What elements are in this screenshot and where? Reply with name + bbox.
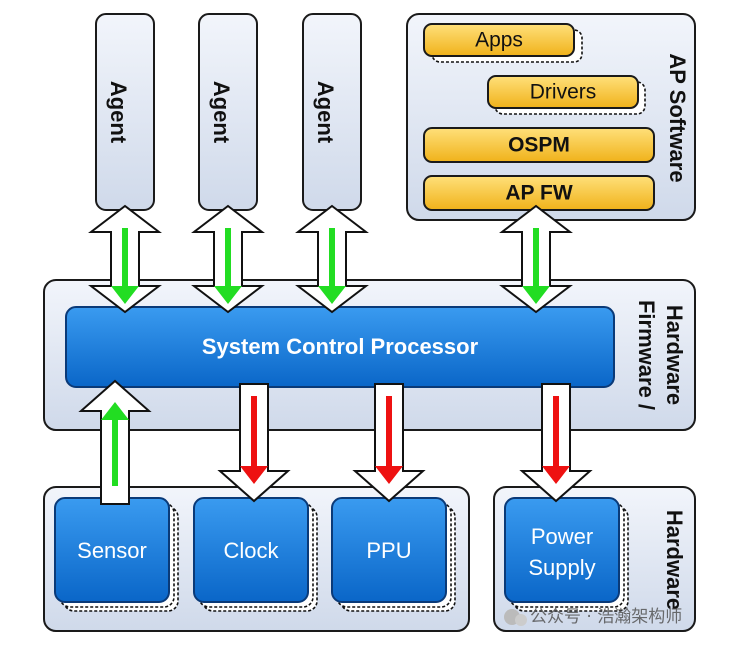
firmware-hardware-panel: System Control Processor Firmware / Hard… xyxy=(43,279,696,431)
firmware-hardware-title-line2: Hardware xyxy=(662,305,687,405)
ospm-label: OSPM xyxy=(508,134,570,157)
drivers-label: Drivers xyxy=(530,81,597,104)
ppu-label: PPU xyxy=(366,538,411,563)
agent-2-arrow-green xyxy=(214,228,242,304)
agent-3-label: Agent xyxy=(313,81,338,144)
power-supply-label-line1: Power xyxy=(531,524,593,549)
ospm-layer xyxy=(423,127,655,163)
firmware-hardware-title-line1: Firmware / xyxy=(634,300,659,410)
apps-layer xyxy=(423,23,575,57)
clock-arrow-red xyxy=(240,396,268,484)
agent-1: Agent xyxy=(95,13,155,211)
agent-1-arrow-green xyxy=(111,228,139,304)
agent-3-arrow-green xyxy=(318,228,346,304)
hardware-devices-panel: Sensor Clock PPU xyxy=(43,486,470,632)
agent-2: Agent xyxy=(198,13,258,211)
agent-1-label: Agent xyxy=(106,81,131,144)
drivers-layer xyxy=(487,75,639,109)
power-supply-label-line2: Supply xyxy=(528,555,595,580)
clock-label: Clock xyxy=(223,538,279,563)
apps-label: Apps xyxy=(475,29,523,52)
arrows xyxy=(78,204,593,505)
ap-software-panel: Apps Drivers OSPM AP FW AP Software xyxy=(406,13,696,221)
agent-2-label: Agent xyxy=(209,81,234,144)
watermark-text: 公众号 · 浩瀚架构师 xyxy=(530,607,682,627)
scp-label: System Control Processor xyxy=(202,334,479,359)
power-supply-arrow-red xyxy=(542,396,570,484)
agent-3: Agent xyxy=(302,13,362,211)
ap-fw-label: AP FW xyxy=(505,182,572,205)
power-supply-device xyxy=(504,497,620,603)
hardware-title: Hardware xyxy=(662,510,687,610)
ap-fw-arrow-green xyxy=(522,228,550,304)
wechat-icon-bubble xyxy=(515,614,527,626)
ap-software-title: AP Software xyxy=(665,53,690,182)
hardware-panel: Power Supply Hardware xyxy=(493,486,696,632)
sensor-label: Sensor xyxy=(77,538,147,563)
sensor-arrow-green xyxy=(101,402,129,486)
ppu-arrow-red xyxy=(375,396,403,484)
watermark: 公众号 · 浩瀚架构师 xyxy=(504,607,682,627)
